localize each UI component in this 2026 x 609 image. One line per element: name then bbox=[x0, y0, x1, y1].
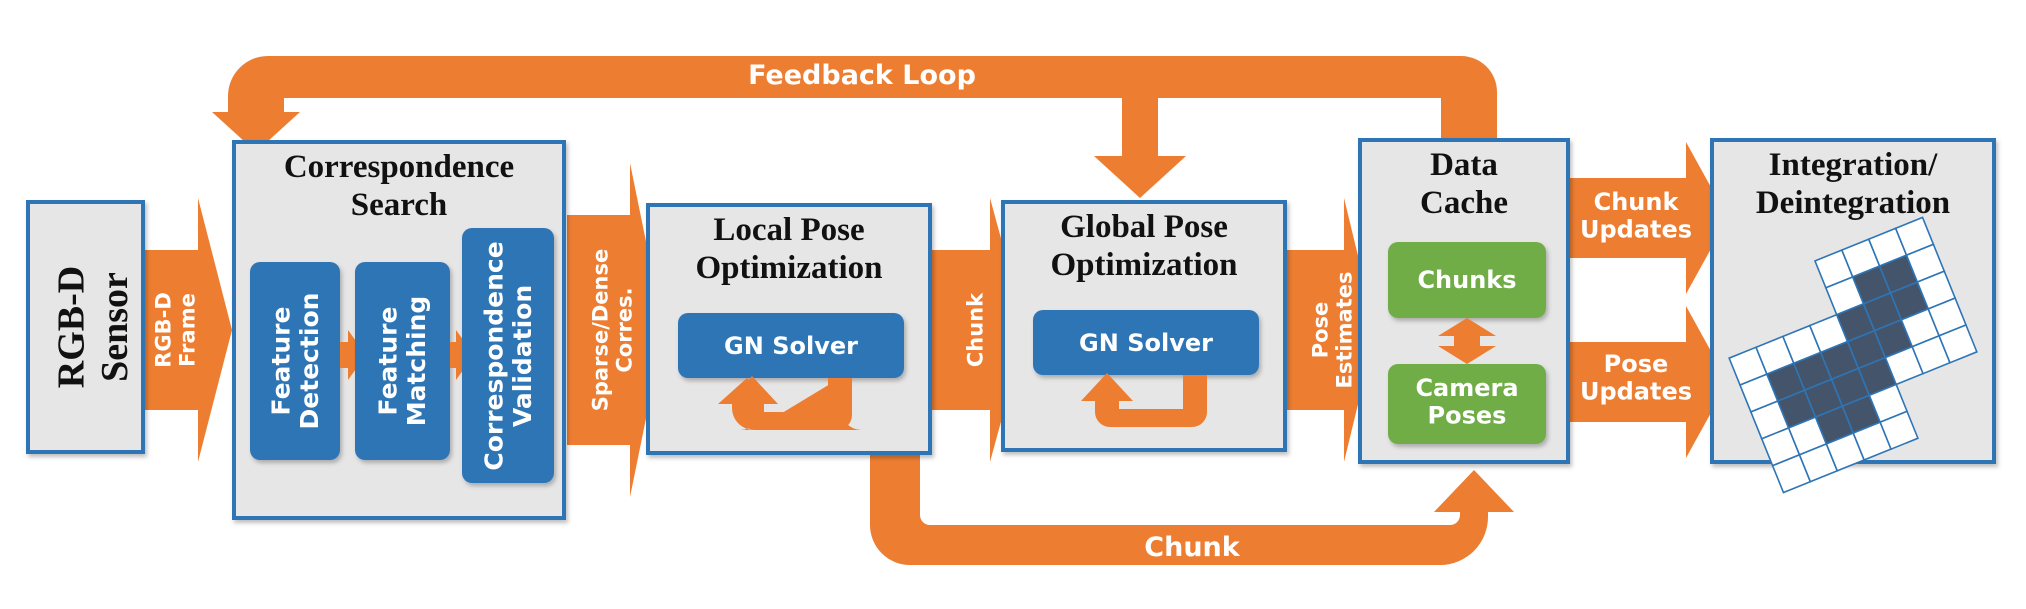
feedback-loop-arrow bbox=[212, 56, 1497, 152]
rgbd-frame-arrow bbox=[145, 198, 232, 462]
chunk-bottom-arrow bbox=[870, 450, 1514, 565]
voxel-cell bbox=[1938, 323, 1978, 364]
cache-double-arrow bbox=[1438, 318, 1496, 364]
camera-poses-box bbox=[1388, 364, 1546, 444]
pose-updates-arrow bbox=[1570, 306, 1728, 458]
feedback-down-arrow bbox=[1094, 98, 1186, 198]
integration-title: Integration/Deintegration bbox=[1756, 147, 1950, 221]
sparse-dense-label: Sparse/DenseCorres. bbox=[588, 249, 636, 411]
global-gn-solver-label: GN Solver bbox=[1079, 329, 1213, 357]
global-gn-solver-box bbox=[1033, 310, 1259, 375]
local-gn-solver-box bbox=[678, 313, 904, 378]
pose-estimates-label: PoseEstimates bbox=[1308, 272, 1356, 389]
voxel-grid-icon bbox=[1728, 216, 1978, 494]
feedback-loop-label: Feedback Loop bbox=[748, 60, 976, 91]
chunks-box bbox=[1388, 242, 1546, 318]
local-gn-solver-label: GN Solver bbox=[724, 332, 858, 360]
feature-matching-box bbox=[355, 262, 450, 460]
correspondence-validation-box bbox=[462, 228, 554, 483]
chunk-updates-arrow bbox=[1570, 142, 1728, 294]
chunks-label: Chunks bbox=[1417, 266, 1516, 294]
local-solver-loop-body bbox=[726, 376, 852, 430]
correspondence-validation-label: CorrespondenceValidation bbox=[479, 241, 537, 470]
pose-estimates-arrow bbox=[1287, 198, 1376, 462]
rgbd-frame-label: RGB-DFrame bbox=[151, 292, 199, 368]
detection-to-matching-arrow bbox=[340, 330, 366, 380]
feature-matching-label: FeatureMatching bbox=[373, 296, 431, 427]
voxel-cell bbox=[1879, 410, 1919, 451]
chunk-bottom-label: Chunk bbox=[1144, 532, 1240, 563]
sparse-dense-arrow bbox=[567, 163, 664, 497]
chunk-local-global-label: Chunk bbox=[963, 292, 987, 367]
feature-detection-box bbox=[250, 262, 340, 460]
feature-detection-label: FeatureDetection bbox=[266, 293, 324, 430]
rgbd-sensor-block bbox=[26, 200, 145, 454]
rgbd-sensor-label: RGB-DSensor bbox=[50, 266, 136, 388]
global-solver-loop-arrow bbox=[1081, 373, 1207, 427]
